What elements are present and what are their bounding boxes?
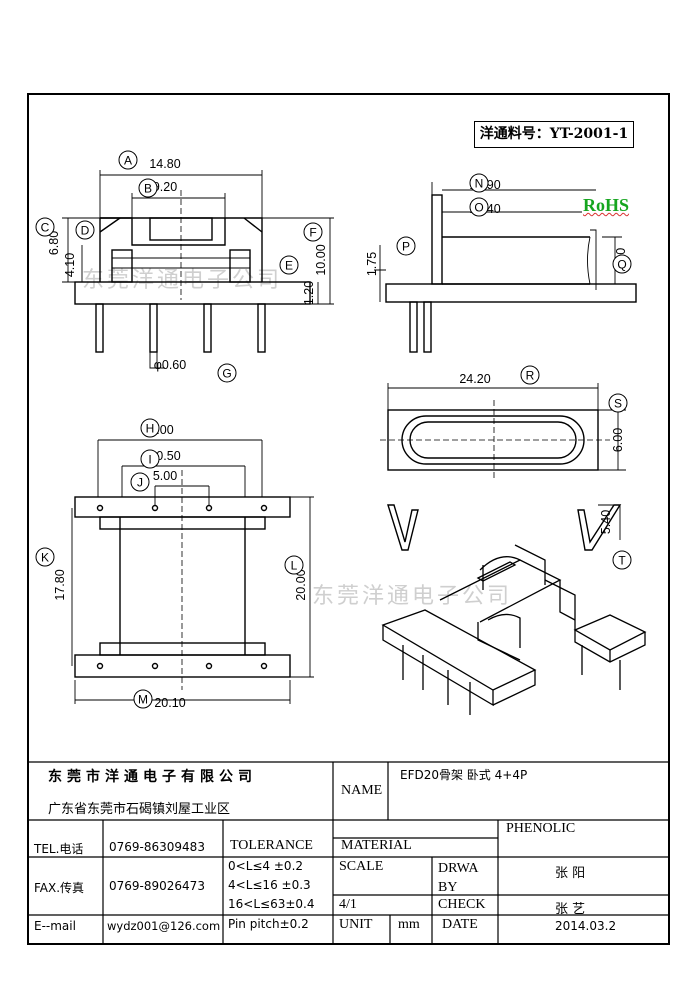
dimension-m: 20.10 <box>154 696 185 710</box>
callout-letter-q: Q <box>617 258 626 272</box>
callout-circle-k <box>35 547 55 567</box>
check-label: CHECK <box>438 897 486 912</box>
tolerance-row-3: 16<L≤63±0.4 <box>228 897 315 911</box>
callout-letter-m: M <box>138 693 148 707</box>
date-label: DATE <box>442 917 478 932</box>
tolerance-row-1: 0<L≤4 ±0.2 <box>228 859 304 873</box>
email-label: E--mail <box>34 919 76 933</box>
callout-circle-l <box>284 555 304 575</box>
callout-letter-j: J <box>137 476 143 490</box>
callout-circle-f <box>303 222 323 242</box>
callout-letter-f: F <box>309 226 316 240</box>
callout-letter-e: E <box>285 259 293 273</box>
dimension-r: 24.20 <box>459 372 490 386</box>
material-label: MATERIAL <box>341 838 412 853</box>
bottom-view <box>71 439 314 704</box>
dimension-j: 5.00 <box>153 469 177 483</box>
check-value: 张 艺 <box>555 902 586 917</box>
fax-value: 0769-89026473 <box>109 879 205 893</box>
callout-circle-i <box>140 449 160 469</box>
company-address: 广东省东莞市石碣镇刘屋工业区 <box>48 802 231 817</box>
scale-value: 4/1 <box>339 897 357 912</box>
drawn-by-label: DRWA BY <box>438 861 478 895</box>
dimension-t: 5.40 <box>599 510 613 534</box>
watermark: 东莞洋通电子公司 <box>82 268 283 293</box>
callout-circle-g <box>217 363 237 383</box>
callout-circle-h <box>140 418 160 438</box>
callout-circle-e <box>279 255 299 275</box>
callout-circle-r <box>520 365 540 385</box>
scale-label: SCALE <box>339 859 384 874</box>
unit-value: mm <box>398 917 420 932</box>
fax-label: FAX.传真 <box>34 881 85 895</box>
material-value: PHENOLIC <box>506 821 576 836</box>
dimension-l: 20.00 <box>294 569 308 600</box>
side-view <box>374 182 637 353</box>
callout-letter-k: K <box>41 551 49 565</box>
name-value: EFD20骨架 卧式 4+4P <box>400 768 528 782</box>
rohs-mark: RoHS <box>583 195 630 215</box>
part-number-box: 洋通料号：YT-2001-1 <box>474 121 634 148</box>
callout-letter-a: A <box>124 154 132 168</box>
callout-letter-i: I <box>148 453 151 467</box>
callout-circle-d <box>75 220 95 240</box>
date-value: 2014.03.2 <box>555 919 617 933</box>
callout-letter-b: B <box>144 182 152 196</box>
callout-circle-j <box>130 472 150 492</box>
dimension-e: 1.20 <box>302 281 316 305</box>
dimension-g: φ0.60 <box>154 358 186 372</box>
unit-label: UNIT <box>339 917 373 932</box>
tel-label: TEL.电话 <box>34 842 84 856</box>
dimension-s: 6.00 <box>611 428 625 452</box>
callout-circle-o <box>469 197 489 217</box>
callout-letter-l: L <box>291 559 298 573</box>
callout-letter-g: G <box>222 367 231 381</box>
callout-circle-b <box>138 178 158 198</box>
callout-letter-d: D <box>81 224 90 238</box>
tel-value: 0769-86309483 <box>109 840 205 854</box>
callout-circle-a <box>118 150 138 170</box>
dimension-p: 1.75 <box>365 252 379 276</box>
callout-letter-t: T <box>618 554 626 568</box>
drawing-frame <box>27 93 670 945</box>
dimension-k: 17.80 <box>53 569 67 600</box>
callout-letter-r: R <box>526 369 535 383</box>
isometric-view <box>381 544 647 715</box>
email-value: wydz001@126.com <box>107 919 221 933</box>
watermark: 东莞洋通电子公司 <box>312 584 513 609</box>
dimension-f: 10.00 <box>314 244 328 275</box>
callout-letter-s: S <box>614 397 622 411</box>
company-name: 东莞市洋通电子有限公司 <box>48 769 257 785</box>
front-view <box>62 170 334 369</box>
top-slot-view <box>380 383 626 480</box>
callout-letter-o: O <box>474 201 483 215</box>
tolerance-label: TOLERANCE <box>230 838 313 853</box>
dimension-a: 14.80 <box>149 157 180 171</box>
name-label: NAME <box>341 783 383 798</box>
callout-letter-h: H <box>146 422 155 436</box>
callout-circle-n <box>469 173 489 193</box>
dimension-d: 4.10 <box>63 253 77 277</box>
callout-circle-s <box>608 393 628 413</box>
dimension-c: 6.80 <box>47 231 61 255</box>
callout-letter-n: N <box>475 177 484 191</box>
callout-circle-t <box>612 550 632 570</box>
drawn-by-value: 张 阳 <box>555 866 586 881</box>
callout-circle-p <box>396 236 416 256</box>
clip-view <box>387 504 622 551</box>
callout-circle-m <box>133 689 153 709</box>
callout-circle-c <box>35 217 55 237</box>
dimension-b: 9.20 <box>153 180 177 194</box>
callout-circle-q <box>612 254 632 274</box>
tolerance-row-4: Pin pitch±0.2 <box>228 917 309 931</box>
callout-letter-p: P <box>402 240 410 254</box>
title-block-grid <box>27 761 670 945</box>
callout-letter-c: C <box>41 221 50 235</box>
tolerance-row-2: 4<L≤16 ±0.3 <box>228 878 311 892</box>
